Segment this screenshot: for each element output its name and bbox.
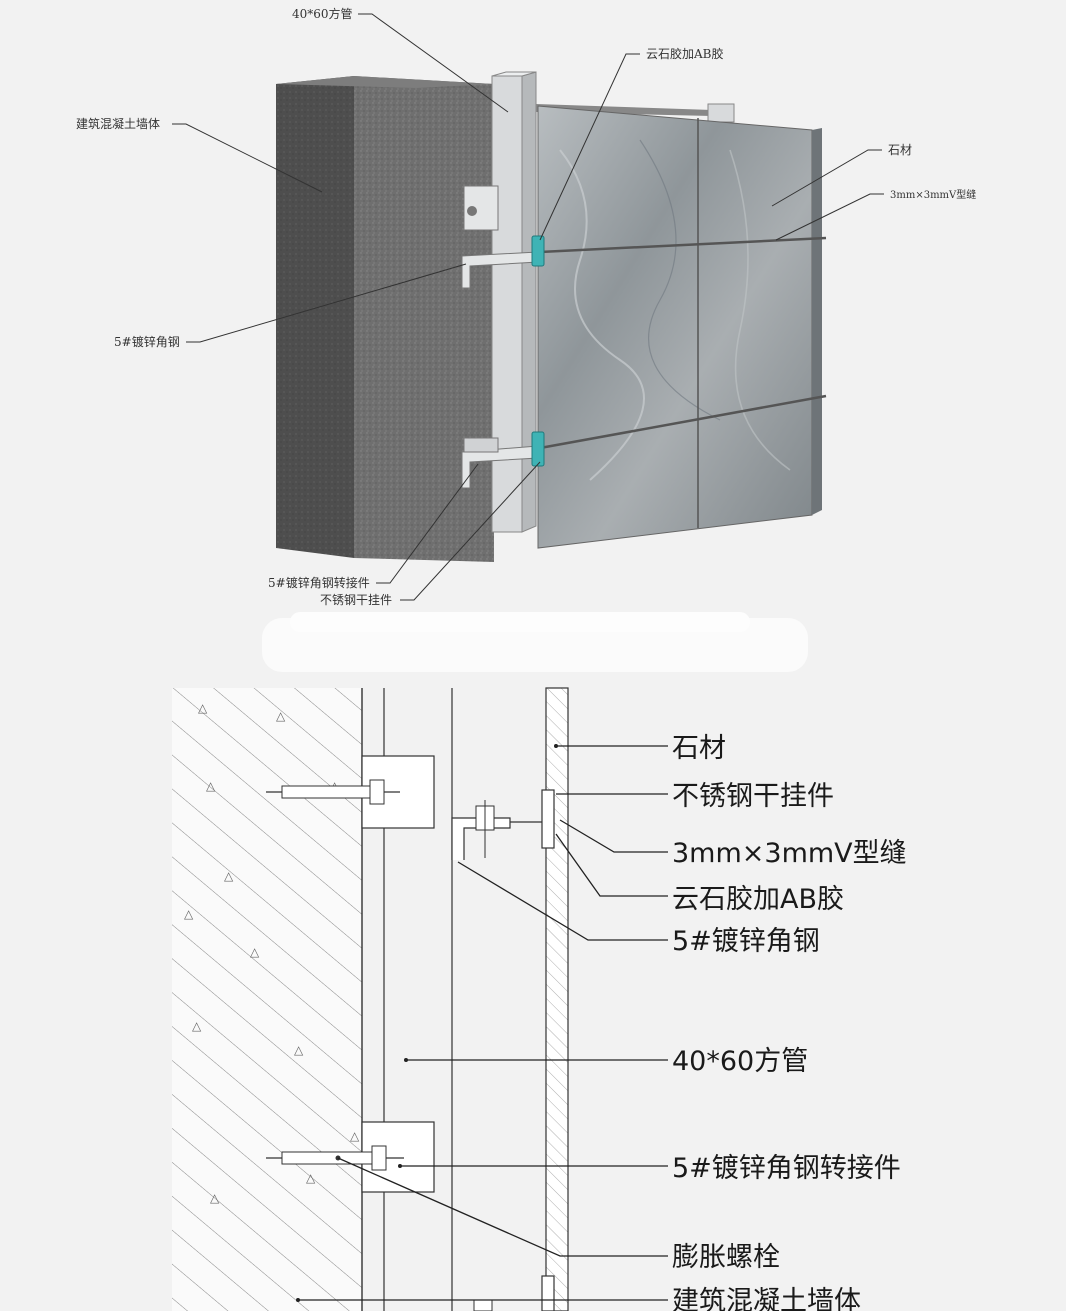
top-label-adhesive: 云石胶加AB胶: [646, 46, 724, 61]
svg-text:△: △: [350, 1129, 360, 1143]
concrete-wall-block: [276, 76, 494, 562]
svg-text:△: △: [206, 779, 216, 793]
section-view: △ △ △ △ △ △ △ △ △ △ △ △: [172, 687, 907, 1311]
section-label-dry-hanger: 不锈钢干挂件: [672, 781, 834, 812]
section-label-stone: 石材: [672, 733, 726, 764]
section-label-v-joint: 3mm×3mmV型缝: [672, 838, 907, 869]
svg-text:△: △: [210, 1191, 220, 1205]
top-label-dry-hanger: 不锈钢干挂件: [320, 593, 392, 607]
stone-panels: [537, 105, 827, 549]
section-lower-connector: [266, 1121, 555, 1311]
section-label-expansion-bolt: 膨胀螺栓: [672, 1242, 780, 1273]
top-label-square-tube: 40*60方管: [292, 6, 353, 21]
square-tube-rear: [707, 103, 735, 123]
top-label-v-joint: 3mm×3mmV型缝: [890, 188, 976, 201]
svg-text:△: △: [294, 1043, 304, 1057]
isometric-view: 40*60方管 云石胶加AB胶 建筑混凝土墙体 石材 3mm×3mmV型缝 5#…: [76, 6, 976, 607]
section-stone-slab: [545, 687, 569, 1311]
section-label-angle-steel: 5#镀锌角钢: [672, 926, 820, 957]
top-label-stone: 石材: [888, 143, 912, 157]
svg-text:△: △: [192, 1019, 202, 1033]
top-label-concrete-wall: 建筑混凝土墙体: [76, 116, 160, 131]
svg-text:△: △: [198, 701, 208, 715]
upper-angle-bracket: [461, 185, 545, 289]
svg-text:△: △: [306, 1171, 316, 1185]
svg-text:△: △: [276, 709, 286, 723]
svg-text:△: △: [184, 907, 194, 921]
top-label-angle-steel: 5#镀锌角钢: [114, 335, 180, 349]
lower-angle-bracket: [461, 431, 545, 489]
section-label-concrete-wall: 建筑混凝土墙体: [672, 1286, 861, 1311]
redaction-smudge: [262, 612, 808, 672]
section-label-square-tube: 40*60方管: [672, 1046, 808, 1077]
svg-text:△: △: [250, 945, 260, 959]
section-upper-connector: [266, 755, 555, 860]
section-concrete-wall: △ △ △ △ △ △ △ △ △ △ △ △: [172, 688, 363, 1311]
section-label-adhesive: 云石胶加AB胶: [672, 884, 844, 915]
square-tube-front: [491, 71, 537, 533]
top-label-angle-connector: 5#镀锌角钢转接件: [268, 575, 370, 590]
svg-text:△: △: [224, 869, 234, 883]
section-label-angle-connector: 5#镀锌角钢转接件: [672, 1153, 901, 1184]
